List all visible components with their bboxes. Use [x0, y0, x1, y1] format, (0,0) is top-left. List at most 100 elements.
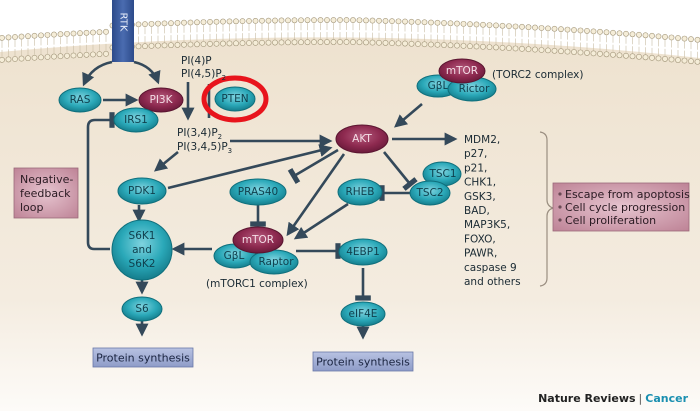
lipid-head — [44, 54, 51, 60]
mtorc1-mtor-label: mTOR — [242, 234, 274, 246]
lipid-head — [311, 39, 317, 46]
lipid-head — [538, 25, 545, 31]
lipid-head — [194, 19, 200, 26]
node-pten-label: PTEN — [221, 93, 248, 105]
node-ras-label: RAS — [70, 94, 91, 106]
lipid-head — [200, 41, 207, 48]
lipid-head — [662, 56, 668, 62]
lipid-head — [304, 39, 311, 46]
lipid-head — [623, 52, 629, 59]
cell-membrane — [0, 17, 700, 65]
lipid-head — [31, 32, 38, 39]
lipid-pi345p-sub: 3 — [228, 147, 232, 155]
node-irs1-label: IRS1 — [124, 114, 148, 126]
lipid-head — [480, 43, 486, 50]
lipid-head — [369, 17, 376, 24]
akt-target-item: FOXO, — [464, 233, 496, 245]
node-irs1: IRS1 — [113, 107, 159, 133]
lipid-head — [18, 33, 25, 40]
lipid-head — [402, 18, 408, 25]
lipid-head — [428, 41, 434, 48]
node-akt: AKT — [335, 124, 389, 154]
lipid-head — [473, 21, 480, 28]
mtorc2-complex: GβL Rictor mTOR (TORC2 complex) — [416, 58, 584, 102]
node-pdk1: PDK1 — [117, 177, 167, 205]
lipid-head — [356, 39, 363, 46]
lipid-head — [460, 42, 467, 49]
node-s6k-line-2: and — [132, 244, 152, 256]
edges — [82, 60, 458, 340]
lipid-head — [330, 39, 337, 45]
lipid-head — [64, 30, 70, 37]
edge-pdk1-akt — [167, 144, 333, 190]
lipid-head — [363, 39, 369, 46]
edge-rtk-pi3k — [133, 60, 161, 85]
negative-feedback-line-1: Negative- — [20, 173, 73, 186]
lipid-head — [259, 17, 265, 24]
svg-text:PI(3,4)P2: PI(3,4)P2 — [177, 127, 222, 141]
node-pi3k: PI3K — [138, 87, 184, 113]
lipid-head — [0, 34, 5, 41]
lipid-head — [103, 28, 109, 35]
lipid-head — [213, 18, 220, 25]
lipid-pi45p-sub: 2 — [222, 74, 226, 82]
protein-synthesis-left-label: Protein synthesis — [96, 352, 190, 365]
lipid-head — [38, 32, 44, 39]
lipid-pi45p: PI(4,5)P — [181, 68, 222, 80]
lipid-head — [499, 44, 506, 51]
lipid-head — [161, 42, 168, 49]
node-tsc2-label: TSC2 — [415, 187, 443, 199]
lipid-head — [694, 58, 700, 65]
lipid-head — [25, 33, 31, 40]
lipid-head — [519, 23, 525, 30]
lipid-head — [610, 29, 616, 36]
lipid-head — [83, 51, 90, 58]
bullet-icon — [558, 218, 562, 222]
lipid-head — [545, 25, 551, 32]
node-s6k: S6K1 and S6K2 — [111, 219, 173, 281]
akt-target-item: BAD, — [464, 205, 490, 217]
node-pras40: PRAS40 — [229, 178, 287, 206]
lipid-head — [96, 29, 103, 36]
lipid-head — [207, 19, 213, 25]
lipid-head — [662, 34, 668, 40]
lipid-head — [31, 54, 38, 61]
lipid-head — [454, 42, 460, 49]
lipid-head — [174, 42, 181, 48]
lipid-head — [298, 39, 304, 46]
lipid-head — [408, 40, 415, 47]
lipid-head — [337, 17, 343, 23]
lipid-head — [5, 56, 12, 63]
lipid-pi34p-sub: 2 — [218, 133, 222, 141]
lipid-head — [642, 54, 649, 61]
lipid-head — [590, 50, 597, 57]
protein-synthesis-box-right: Protein synthesis — [312, 351, 414, 372]
lipid-head — [506, 45, 512, 52]
lipid-head — [545, 47, 551, 54]
lipid-head — [629, 53, 636, 60]
lipid-head — [629, 31, 636, 38]
lipid-head — [558, 26, 564, 33]
lipid-head — [577, 49, 584, 56]
lipid-head — [343, 17, 350, 23]
lipid-head — [148, 20, 155, 27]
lipid-head — [311, 17, 317, 24]
lipid-head — [239, 18, 246, 25]
outcome-item: Cell cycle progression — [565, 201, 685, 214]
torc2-complex-label: (TORC2 complex) — [492, 69, 584, 81]
node-s6k-line-1: S6K1 — [129, 230, 156, 242]
akt-target-item: MDM2, — [464, 134, 500, 146]
footer-credit: Nature Reviews|Cancer — [538, 392, 688, 405]
lipid-head — [590, 28, 597, 35]
lipid-head — [421, 19, 428, 26]
lipid-head — [603, 51, 610, 58]
lipid-head — [369, 39, 376, 46]
lipid-head — [447, 42, 454, 49]
lipid-head — [5, 34, 12, 41]
lipid-head — [57, 31, 64, 38]
lipid-head — [428, 19, 434, 26]
lipid-head — [525, 46, 532, 53]
lipid-head — [252, 17, 259, 24]
